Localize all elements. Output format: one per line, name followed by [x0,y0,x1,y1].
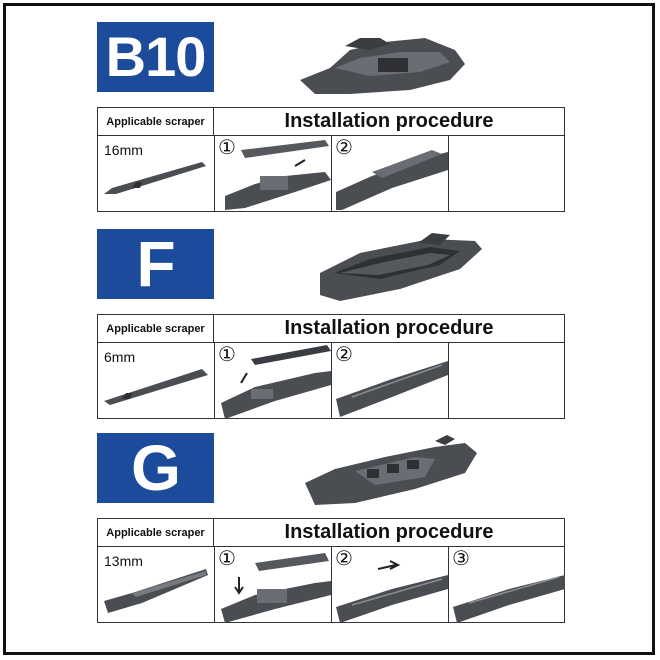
scraper-image [104,569,208,613]
step-2-image [336,361,448,417]
step-1-image [221,553,331,623]
step-2-cell: ② [331,136,448,212]
installation-table-f: Applicable scraper Installation procedur… [97,314,565,419]
f-adapter-image [320,233,482,301]
applicable-scraper-header: Applicable scraper [98,315,214,343]
model-badge-g: G [97,433,214,503]
scraper-image [104,369,208,405]
model-badge-b10: B10 [97,22,214,92]
model-badge-f: F [97,229,214,299]
step-empty-cell [448,343,565,419]
badge-text: B10 [105,25,207,88]
step-number: ① [218,344,236,366]
step-2-cell: ② [331,343,448,419]
step-2-image [336,150,448,210]
scraper-size: 16mm [104,142,143,158]
installation-procedure-header: Installation procedure [214,519,564,547]
scraper-size: 6mm [104,349,136,365]
applicable-scraper-header: Applicable scraper [98,519,214,547]
step-number: ② [335,344,353,366]
section-b10: B10 Applicable scraper Installation proc… [0,22,660,232]
section-g: G Applicable scraper Installation proced… [0,433,660,643]
badge-text: F [136,228,175,300]
step-number: ① [218,137,236,159]
step-1-cell: ① [214,547,331,623]
scraper-size: 13mm [104,553,143,569]
step-1-cell: ① [214,136,331,212]
step-empty-cell [448,136,565,212]
installation-procedure-header: Installation procedure [214,108,564,136]
installation-procedure-header: Installation procedure [214,315,564,343]
applicable-scraper-header: Applicable scraper [98,108,214,136]
b10-adapter-image [300,38,465,94]
step-1-image [225,140,331,210]
step-1-cell: ① [214,343,331,419]
installation-table-g: Applicable scraper Installation procedur… [97,518,565,623]
step-1-image [221,345,331,419]
g-adapter-image [305,435,477,505]
step-number: ② [335,548,353,570]
step-2-image [336,560,448,623]
section-f: F Applicable scraper Installation proced… [0,229,660,439]
badge-text: G [131,432,181,504]
step-number: ① [218,548,236,570]
page-frame [3,3,655,655]
step-3-image [453,575,565,623]
step-number: ③ [452,548,470,570]
step-3-cell: ③ [448,547,565,623]
installation-table-b10: Applicable scraper Installation procedur… [97,107,565,212]
step-2-cell: ② [331,547,448,623]
scraper-image [104,162,206,194]
step-number: ② [335,137,353,159]
